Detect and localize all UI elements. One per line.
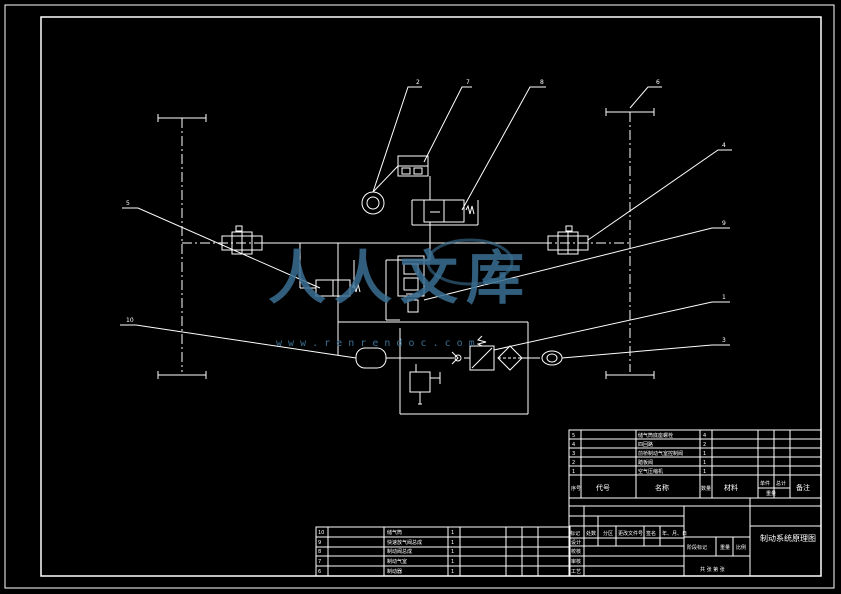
leader-label-7: 7 [466,79,470,86]
bom-lower-no: 6 [318,569,321,575]
header-name: 名称 [655,483,669,492]
watermark-url: w w w . r e n r e n d o c . c o m [276,338,475,349]
bom-upper-name: 储气筒底座螺栓 [638,432,673,439]
header-qty: 数量 [701,485,711,492]
bom-upper-qty: 2 [703,442,706,448]
bom-lower-name: 储气筒 [387,529,402,536]
brake-drum [361,165,399,215]
outer-border [4,4,835,589]
bom-lower-no: 9 [318,540,321,546]
bom-lower-no: 10 [318,530,324,536]
bom-lower-qty: 1 [451,559,454,565]
drawing-title: 制动系统原理图 [760,533,816,543]
header-weight-total: 总计 [776,480,786,487]
bom-lower-name: 制动器 [387,568,402,575]
bom-upper-no: 5 [572,433,575,439]
sheet-count: 共 张 第 张 [700,566,725,573]
brake-valve [423,199,475,223]
bom-upper-no: 3 [572,451,575,457]
bom-lower-name: 制动气室 [387,558,407,565]
front-wheel-chamber [221,225,263,255]
meta-count: 处数 [586,530,596,537]
bom-upper-name: 前桥制动气室控制阀 [638,450,683,457]
header-weight-unit: 单件 [760,480,770,487]
leader-numbers: 2 7 8 6 4 9 1 3 10 5 [126,79,726,344]
bom-lower-no: 7 [318,559,321,565]
brake-chamber [397,155,429,177]
rear-wheel-chamber [547,225,589,255]
bom-upper-table [568,429,822,507]
quick-release-valve [397,255,425,313]
watermark-logo: 人人文库 [268,244,532,312]
bom-lower-table [315,526,571,577]
leader-label-2: 2 [416,79,420,86]
bom-upper-name: 踏板阀 [638,459,653,466]
air-filter [497,345,523,371]
bom-upper-rows: 5 储气筒底座螺栓 4 4 四回路 2 3 前桥制动气室控制阀 1 2 踏板阀 … [572,432,706,475]
title-block-text: 标记 处数 分区 更改文件号 签名 年、月、日 设计 校核 审核 工艺 阶段标记… [570,530,816,575]
sign-process: 工艺 [571,569,581,575]
pressure-regulator-valve [464,335,495,371]
header-code: 代号 [596,483,610,492]
bom-upper-no: 1 [572,469,575,475]
drain-valve [409,371,441,405]
bom-lower-qty: 1 [451,540,454,546]
meta-sign: 签名 [646,530,656,537]
bom-upper-name: 空气压缩机 [638,468,663,475]
meta-date: 年、月、日 [662,530,687,537]
leader-label-8: 8 [540,79,544,86]
front-axle [157,114,207,379]
bom-lower-qty: 1 [451,569,454,575]
stage-scale: 比例 [736,544,746,551]
leader-label-4: 4 [722,142,726,149]
bom-lower-name: 快速放气阀总成 [387,539,422,546]
header-weight: 重量 [766,490,776,497]
leader-label-10: 10 [126,317,134,324]
bom-upper-no: 4 [572,442,575,448]
leader-label-3: 3 [722,337,726,344]
bom-lower-no: 8 [318,549,321,555]
bom-upper-qty: 1 [703,451,706,457]
header-remark: 备注 [796,483,810,492]
header-material: 材料 [724,483,738,492]
bom-upper-no: 2 [572,460,575,466]
bom-upper-name: 四回路 [638,441,653,448]
bom-upper-qty: 1 [703,460,706,466]
sign-design: 设计 [571,539,581,546]
meta-change-doc: 更改文件号 [618,530,643,537]
compressor [541,350,563,366]
title-block [568,498,822,577]
piping [182,176,630,415]
bom-upper-qty: 4 [703,433,706,439]
meta-zone: 分区 [603,530,613,537]
bom-lower-name: 制动阀总成 [387,548,412,555]
air-reservoir [355,347,387,369]
leader-label-1: 1 [722,294,726,301]
bom-lower-qty: 1 [451,549,454,555]
watermark: 人人文库 w w w . r e n r e n d o c . c o m [268,238,532,349]
meta-mark: 标记 [570,530,580,537]
leader-lines [120,86,732,359]
protection-valve [315,279,361,297]
rear-axle [605,108,655,379]
bom-upper-header: 序号 代号 名称 数量 材料 单件 总计 重量 备注 [571,480,810,497]
stage-mark: 阶段标记 [687,544,707,551]
header-serial: 序号 [571,485,581,492]
leader-label-5: 5 [126,200,130,207]
sign-check: 校核 [571,548,581,555]
leader-label-9: 9 [722,220,726,227]
bom-lower-rows: 10 储气筒 1 9 快速放气阀总成 1 8 制动阀总成 1 7 制动气室 1 … [318,529,454,575]
sign-review: 审核 [571,558,581,565]
bom-upper-qty: 1 [703,469,706,475]
stage-weight: 重量 [720,544,730,551]
bom-lower-qty: 1 [451,530,454,536]
check-valve [451,351,462,365]
leader-label-6: 6 [656,79,660,86]
